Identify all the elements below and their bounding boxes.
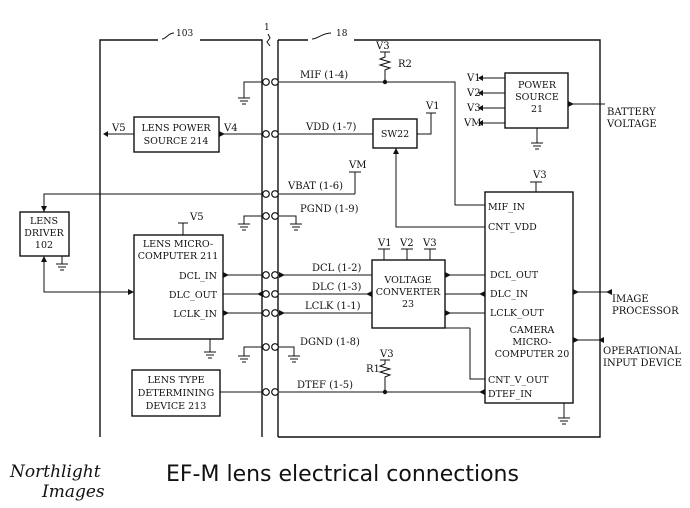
lens-type-l3: DEVICE 213 <box>146 401 207 412</box>
camera-microcomputer-block <box>484 191 574 404</box>
lens-driver-link <box>43 256 134 293</box>
logo-line1: Northlight <box>9 462 101 482</box>
lens-v5-label: V5 <box>111 123 126 134</box>
operational-input-l1: OPERATIONAL <box>603 346 681 357</box>
power-source-l3: 21 <box>531 104 543 115</box>
lens-power-source-l2: SOURCE 214 <box>144 136 209 147</box>
sw22-label: SW22 <box>381 129 409 140</box>
lens-driver-l1: LENS <box>30 216 58 227</box>
conv-v2-label: V2 <box>399 238 414 249</box>
cnt-vdd-wire <box>395 148 485 228</box>
camera-micro-l1: CAMERA <box>510 325 555 336</box>
port-cnt-vdd: CNT_VDD <box>488 222 537 233</box>
power-source-l2: SOURCE <box>515 92 559 103</box>
lens-type-l2: DETERMINING <box>138 388 214 399</box>
port-cnt-v-out: CNT_V_OUT <box>488 375 549 386</box>
ps-v3-label: V3 <box>466 103 481 114</box>
power-source-l1: POWER <box>518 80 557 91</box>
r1-label: R1 <box>366 364 380 375</box>
camera-body-ref: 18 <box>336 29 348 39</box>
lens-micro-v5-label: V5 <box>189 212 204 223</box>
lens-type-device-block <box>131 369 221 417</box>
mif-v3-label: V3 <box>375 41 390 52</box>
battery-voltage-l1: BATTERY <box>607 107 656 118</box>
resistor-r1 <box>378 359 392 392</box>
lens-unit-ref: 103 <box>176 29 193 39</box>
r2-label: R2 <box>398 59 412 70</box>
lens-micro-l2: COMPUTER 211 <box>138 251 219 262</box>
lens-driver-l2: DRIVER <box>24 228 64 239</box>
voltage-converter-l3: 23 <box>402 299 414 310</box>
lens-driver-l3: 102 <box>35 240 53 251</box>
port-dcl-out: DCL_OUT <box>490 270 539 281</box>
mount-ref: 1 <box>264 23 270 33</box>
lens-power-source-l1: LENS POWER <box>141 123 211 134</box>
image-processor-l1: IMAGE <box>612 294 649 305</box>
dtef-v3-label: V3 <box>379 349 394 360</box>
mif-label: MIF (1-4) <box>300 70 348 81</box>
camera-micro-v3-label: V3 <box>532 170 547 181</box>
mif-wire <box>279 81 485 206</box>
ps-vm-label: VM <box>463 118 481 129</box>
conv-v1-label: V1 <box>377 238 392 249</box>
sw22-v1-label: V1 <box>425 101 440 112</box>
lens-type-l1: LENS TYPE <box>147 375 204 386</box>
lens-unit-housing <box>99 39 263 437</box>
operational-input-l2: INPUT DEVICE <box>603 358 682 369</box>
voltage-converter-l1: VOLTAGE <box>383 275 431 286</box>
camera-micro-l2: MICRO- <box>512 337 551 348</box>
lens-driver-block <box>19 211 70 257</box>
camera-body-housing <box>277 39 601 438</box>
image-processor-l2: PROCESSOR <box>612 306 679 317</box>
sw22-block <box>372 118 418 149</box>
vbat-label: VBAT (1-6) <box>287 181 343 192</box>
ps-v1-label: V1 <box>466 73 481 84</box>
vbat-vm-label: VM <box>348 160 366 171</box>
power-source-block <box>504 72 569 129</box>
dcl-label: DCL (1-2) <box>312 263 361 274</box>
camera-micro-l3: COMPUTER 20 <box>495 349 570 360</box>
port-dcl-in: DCL_IN <box>179 271 217 282</box>
dtef-label: DTEF (1-5) <box>297 380 353 391</box>
voltage-converter-l2: CONVERTER <box>376 287 441 298</box>
lclk-label: LCLK (1-1) <box>305 301 361 312</box>
lens-v4-label: V4 <box>223 123 238 134</box>
page-title: EF-M lens electrical connections <box>166 462 519 487</box>
vdd-label: VDD (1-7) <box>305 122 356 133</box>
lens-micro-l1: LENS MICRO- <box>143 239 213 250</box>
port-lclk-out: LCLK_OUT <box>490 308 545 319</box>
port-mif-in: MIF_IN <box>488 202 525 213</box>
port-lclk-in: LCLK_IN <box>173 309 217 320</box>
conv-v3-label: V3 <box>422 238 437 249</box>
resistor-r2 <box>378 51 392 82</box>
port-dlc-out: DLC_OUT <box>169 290 218 301</box>
battery-voltage-l2: VOLTAGE <box>606 119 657 130</box>
mount-connectors <box>262 78 279 396</box>
lens-microcomputer-block <box>133 234 224 340</box>
dlc-label: DLC (1-3) <box>312 282 361 293</box>
pgnd-label: PGND (1-9) <box>300 204 359 215</box>
port-dlc-in: DLC_IN <box>490 289 528 300</box>
logo-line2: Images <box>41 482 105 502</box>
dgnd-label: DGND (1-8) <box>300 337 360 348</box>
port-dtef-in: DTEF_IN <box>488 389 532 400</box>
ps-v2-label: V2 <box>466 88 481 99</box>
